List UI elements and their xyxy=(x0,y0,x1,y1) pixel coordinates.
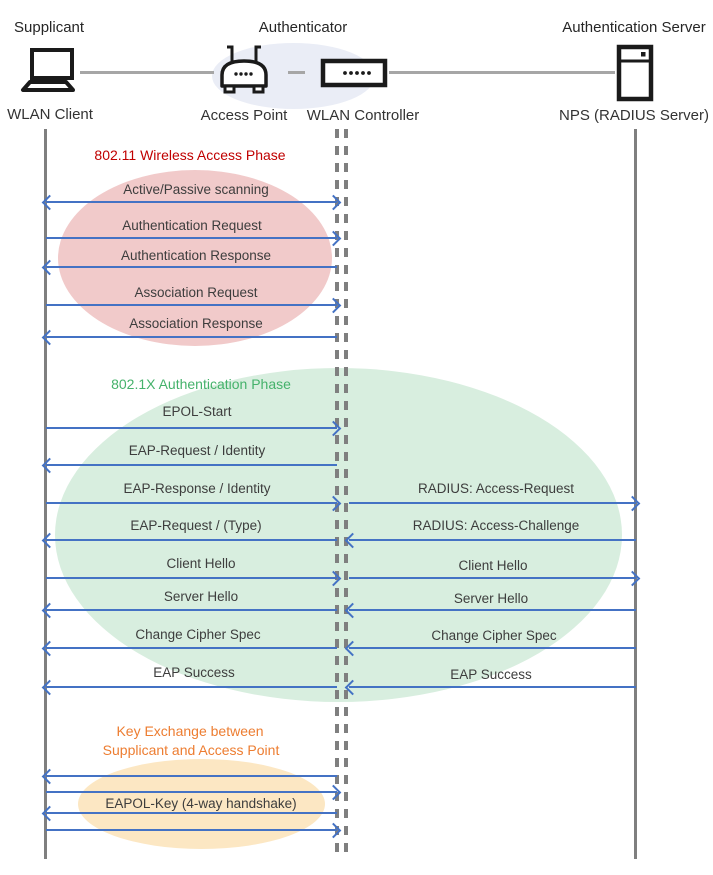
label-eap-success-left: EAP Success xyxy=(153,665,235,680)
arrow-key-exchange-1 xyxy=(46,775,337,777)
device-label-wlan-controller: WLAN Controller xyxy=(306,107,420,124)
label-authentication-response: Authentication Response xyxy=(120,248,272,263)
device-label-nps-radius-server: NPS (RADIUS Server) xyxy=(558,107,710,124)
label-association-request: Association Request xyxy=(134,285,258,300)
label-change-cipher-spec-right: Change Cipher Spec xyxy=(431,628,557,643)
device-label-wlan-client: WLAN Client xyxy=(7,106,93,123)
label-change-cipher-spec-left: Change Cipher Spec xyxy=(135,627,261,642)
role-authentication-server: Authentication Server xyxy=(562,19,706,36)
phase-title-8021x-authentication: 802.1X Authentication Phase xyxy=(111,376,291,392)
key-exchange-phase-ellipse xyxy=(78,759,325,849)
arrow-radius-access-challenge xyxy=(349,539,636,541)
label-server-hello-right: Server Hello xyxy=(453,591,529,606)
arrow-server-hello-left xyxy=(46,609,337,611)
device-label-access-point: Access Point xyxy=(200,107,288,124)
arrow-server-hello-right xyxy=(349,609,636,611)
arrow-client-hello-right xyxy=(349,577,636,579)
arrow-epol-start xyxy=(46,427,337,429)
arrow-eap-success-left xyxy=(46,686,337,688)
label-eap-response-identity: EAP-Response / Identity xyxy=(123,481,271,496)
server-icon xyxy=(616,44,654,102)
lifeline-authentication-server xyxy=(634,129,637,859)
role-authenticator: Authenticator xyxy=(258,19,348,36)
label-client-hello-right: Client Hello xyxy=(458,558,528,573)
arrow-key-exchange-3 xyxy=(46,812,337,814)
arrow-eap-success-right xyxy=(349,686,636,688)
arrow-authentication-response xyxy=(46,266,337,268)
arrow-change-cipher-spec-left xyxy=(46,647,337,649)
label-authentication-request: Authentication Request xyxy=(122,218,262,233)
arrow-eap-request-type xyxy=(46,539,337,541)
connector-controller-server xyxy=(389,71,615,74)
wireless-access-phase-ellipse xyxy=(58,170,332,346)
arrow-association-response xyxy=(46,336,337,338)
arrow-radius-access-request xyxy=(349,502,636,504)
arrow-key-exchange-4 xyxy=(46,829,337,831)
label-epol-start: EPOL-Start xyxy=(162,404,232,419)
arrow-authentication-request xyxy=(46,237,337,239)
lifeline-authenticator-left-dashed xyxy=(335,129,339,853)
arrow-eap-response-identity xyxy=(46,502,337,504)
label-client-hello-left: Client Hello xyxy=(166,556,236,571)
label-eapol-key-handshake: EAPOL-Key (4-way handshake) xyxy=(105,796,297,811)
lifeline-authenticator-right-dashed xyxy=(344,129,348,853)
label-association-response: Association Response xyxy=(129,316,263,331)
label-active-passive-scanning: Active/Passive scanning xyxy=(123,182,269,197)
label-radius-access-challenge: RADIUS: Access-Challenge xyxy=(412,518,580,533)
label-eap-request-type: EAP-Request / (Type) xyxy=(130,518,262,533)
label-eap-request-identity: EAP-Request / Identity xyxy=(128,443,266,458)
arrow-association-request xyxy=(46,304,337,306)
label-server-hello-left: Server Hello xyxy=(163,589,239,604)
phase-title-wireless-access: 802.11 Wireless Access Phase xyxy=(94,147,286,163)
connector-ap-controller xyxy=(288,71,305,74)
arrow-change-cipher-spec-right xyxy=(349,647,636,649)
label-eap-success-right: EAP Success xyxy=(450,667,532,682)
arrow-client-hello-left xyxy=(46,577,337,579)
label-radius-access-request: RADIUS: Access-Request xyxy=(417,481,575,496)
phase-title-key-exchange-line1: Key Exchange between xyxy=(116,723,264,739)
arrow-key-exchange-2 xyxy=(46,791,337,793)
connector-client-ap xyxy=(80,71,214,74)
laptop-icon xyxy=(18,48,78,94)
role-supplicant: Supplicant xyxy=(14,19,85,36)
arrow-active-passive-scanning xyxy=(46,201,337,203)
phase-title-key-exchange-line2: Supplicant and Access Point xyxy=(102,742,280,758)
access-point-icon xyxy=(216,42,272,96)
wlan-controller-icon xyxy=(320,58,388,88)
arrow-eap-request-identity xyxy=(46,464,337,466)
lifeline-supplicant xyxy=(44,129,47,859)
